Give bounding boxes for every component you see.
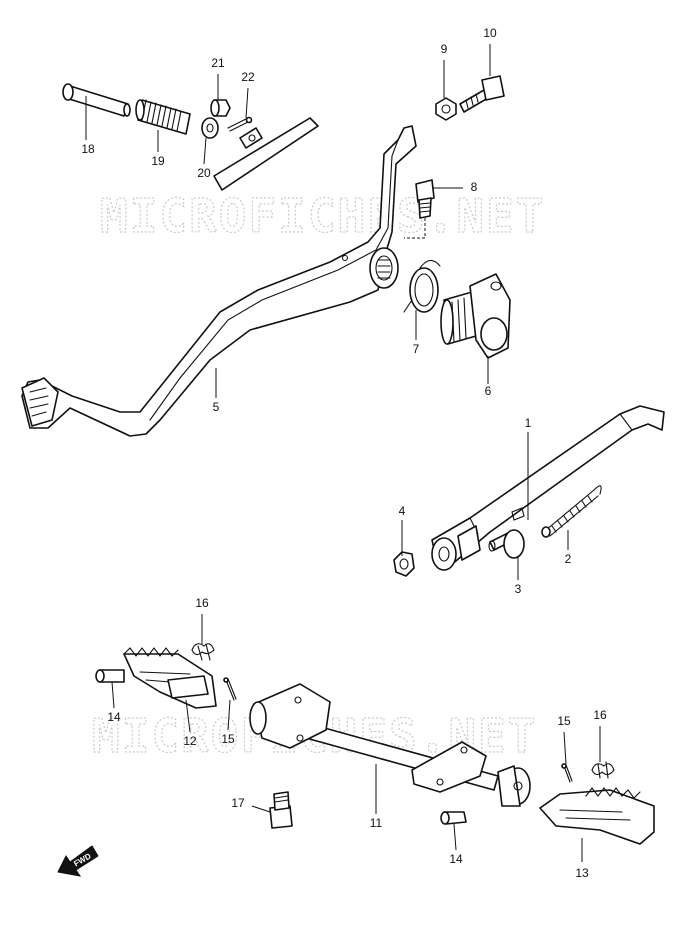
callout-5: 5	[213, 400, 220, 414]
pin-14-right	[440, 811, 467, 825]
callout-7: 7	[413, 342, 420, 356]
stand-bolt-hole	[511, 507, 525, 521]
side-stand-1	[431, 405, 665, 571]
brake-pedal-5	[21, 125, 417, 437]
callout-15-left: 15	[221, 732, 235, 746]
callout-10: 10	[483, 26, 497, 40]
callout-4: 4	[399, 504, 406, 518]
callout-3: 3	[515, 582, 522, 596]
pin-18	[62, 83, 131, 117]
callout-14-left: 14	[107, 710, 121, 724]
callout-19: 19	[151, 154, 165, 168]
callout-labels: 1 2 3 4 5 6 7 8 9 10 11 12 13 14 14 15 1…	[81, 26, 607, 880]
callout-1: 1	[525, 416, 532, 430]
spring-16-left	[191, 643, 215, 661]
callout-6: 6	[485, 384, 492, 398]
callout-13: 13	[575, 866, 589, 880]
bolt-17	[269, 791, 293, 829]
callout-17: 17	[231, 796, 245, 810]
bolt-10	[459, 75, 505, 113]
bolt-8-dashed	[404, 218, 426, 239]
pivot-bolt-3	[488, 529, 525, 559]
callout-21: 21	[211, 56, 225, 70]
callout-15-right: 15	[557, 714, 571, 728]
callout-14-right: 14	[449, 852, 463, 866]
washer-20	[201, 117, 219, 139]
watermark-top: MICROFICHES.NET	[100, 189, 545, 243]
callout-16-left: 16	[195, 596, 209, 610]
nut-9	[435, 97, 457, 121]
footrest-left-12	[123, 647, 217, 709]
clip-21	[210, 99, 231, 117]
callout-9: 9	[441, 42, 448, 56]
leader-lines	[85, 44, 601, 862]
stand-nut-4	[393, 551, 415, 577]
callout-18: 18	[81, 142, 95, 156]
footrest-bar-11	[249, 683, 531, 807]
stand-spring-2	[541, 485, 602, 538]
footrest-right-13	[539, 787, 655, 845]
pivot-shaft-6	[440, 273, 511, 359]
pin-14-left	[95, 669, 125, 683]
brake-rod	[213, 117, 319, 191]
callout-8: 8	[471, 180, 478, 194]
cotter-15-right	[561, 763, 573, 783]
fwd-arrow-icon: FWD	[57, 845, 99, 877]
return-spring-7	[403, 259, 441, 313]
callout-11: 11	[370, 816, 383, 830]
callout-16-right: 16	[593, 708, 607, 722]
spring-16-right	[591, 761, 615, 779]
callout-20: 20	[197, 166, 211, 180]
spring-19	[135, 99, 191, 135]
callout-12: 12	[183, 734, 197, 748]
cotter-pin-22	[227, 116, 253, 132]
callout-22: 22	[241, 70, 255, 84]
bolt-8	[415, 179, 435, 219]
callout-2: 2	[565, 552, 572, 566]
cotter-15-left	[223, 677, 237, 701]
